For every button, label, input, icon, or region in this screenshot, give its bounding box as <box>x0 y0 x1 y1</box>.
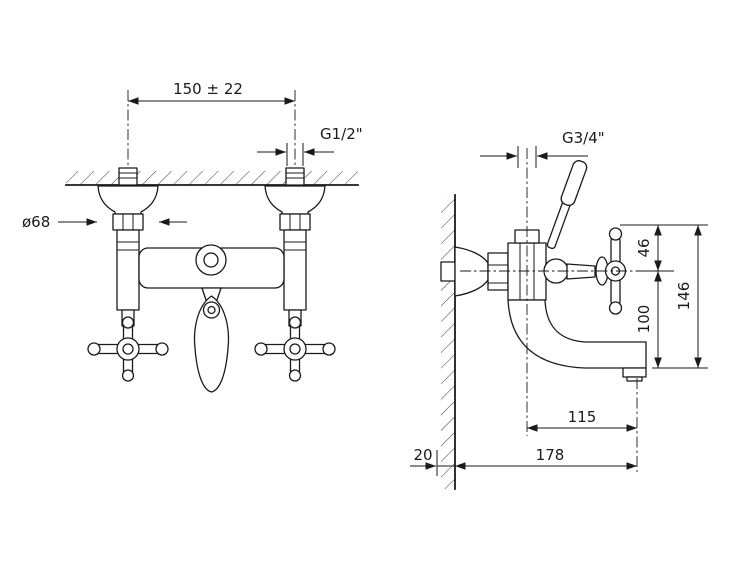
cross-handle-right <box>254 316 336 382</box>
wall-hatch-front <box>66 171 358 185</box>
aerator <box>622 367 647 378</box>
dim-146: 146 <box>675 225 702 368</box>
aerator-tip <box>626 376 643 382</box>
side-view: G3/4" 46 100 146 115 20 <box>410 129 708 490</box>
spout-knob-front-inner <box>207 305 216 315</box>
dim-46: 46 <box>635 225 662 271</box>
union-nut-side <box>487 252 509 291</box>
dim-100: 100 <box>635 271 662 368</box>
thread-g12-label: G1/2" <box>320 125 363 143</box>
dim-flange-68: ø68 <box>22 213 187 231</box>
valve-body-left <box>116 229 140 311</box>
dim-115: 115 <box>527 408 637 432</box>
lever-handle <box>546 160 588 250</box>
valve-body-right <box>283 229 307 311</box>
handle-taper <box>566 263 596 280</box>
spout-knob-front <box>202 301 221 319</box>
dim-46-label: 46 <box>635 238 653 257</box>
dim-20-label: 20 <box>413 446 432 464</box>
dim-20: 20 <box>410 446 455 476</box>
spout-front <box>193 295 230 393</box>
dim-178: 178 <box>455 446 637 470</box>
dim-spacing-label: 150 ± 22 <box>173 80 243 98</box>
cross-handle-side <box>604 227 627 315</box>
escutcheon-left <box>97 185 159 215</box>
dim-spacing-150: 150 ± 22 <box>128 80 295 105</box>
diverter-boss-inner <box>203 252 219 268</box>
inlet-tailpiece-right <box>285 167 305 186</box>
dim-115-label: 115 <box>568 408 597 426</box>
union-nut-right <box>279 213 311 231</box>
front-view: 150 ± 22 G1/2" ø68 <box>22 80 363 393</box>
union-nut-left <box>112 213 144 231</box>
supply-elbow <box>440 261 456 282</box>
thread-g34-label: G3/4" <box>562 129 605 147</box>
wall-hatch-side <box>441 197 455 489</box>
dim-thread-g34: G3/4" <box>480 129 605 168</box>
spout-side <box>507 299 647 369</box>
dim-100-label: 100 <box>635 305 653 334</box>
escutcheon-right <box>264 185 326 215</box>
diverter-boss <box>195 244 227 276</box>
inlet-tailpiece-left <box>118 167 138 186</box>
dim-178-label: 178 <box>536 446 565 464</box>
cross-handle-left <box>87 316 169 382</box>
dim-146-label: 146 <box>675 282 693 311</box>
dim-thread-g12: G1/2" <box>257 125 363 166</box>
flange-diameter-label: ø68 <box>22 213 50 231</box>
escutcheon-side <box>454 246 489 297</box>
